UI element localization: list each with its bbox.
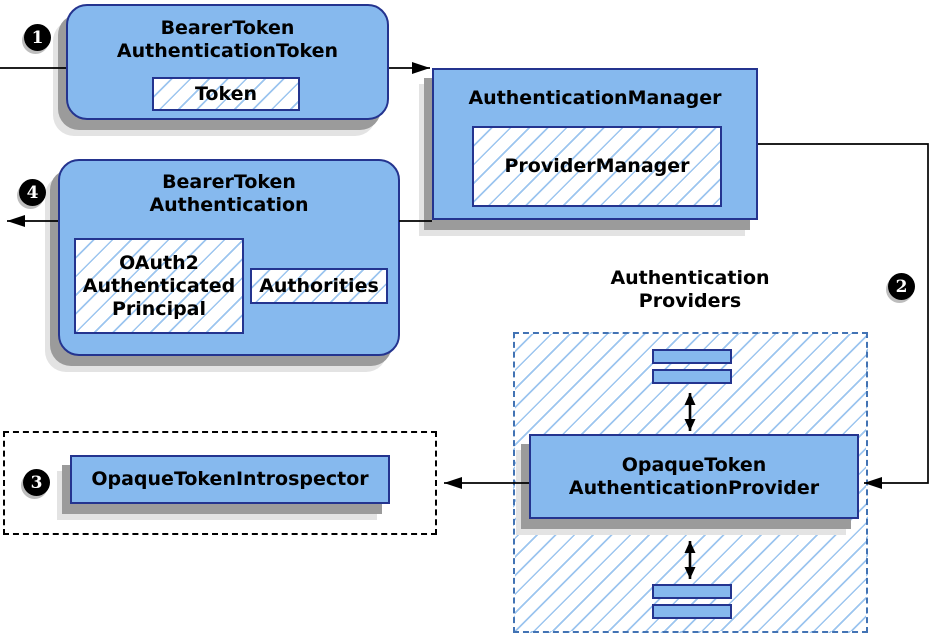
node-title-line: BearerToken [162, 171, 296, 193]
heading-line: Providers [638, 290, 742, 312]
node-title-line: AuthenticationManager [468, 87, 722, 109]
authorities-chip: Authorities [250, 268, 388, 304]
oauth2-principal-chip: OAuth2 Authenticated Principal [74, 238, 244, 334]
node-opaque-token-authentication-provider: OpaqueToken AuthenticationProvider [529, 434, 859, 519]
step-2-badge: 2 [888, 273, 915, 300]
node-title-line: BearerToken [160, 17, 295, 39]
heading-line: Authentication [610, 267, 770, 289]
step-number: 2 [895, 276, 908, 297]
token-chip: Token [152, 77, 300, 111]
node-bearer-token-authentication: BearerToken Authentication OAuth2 Authen… [58, 159, 400, 356]
step-number: 1 [31, 27, 44, 48]
node-opaque-token-introspector: OpaqueTokenIntrospector [70, 455, 390, 504]
node-title-line: OpaqueToken [621, 453, 767, 476]
provider-slot-bar [652, 584, 732, 599]
step-1-badge: 1 [24, 24, 51, 51]
node-title-line: AuthenticationProvider [568, 476, 820, 499]
provider-manager-chip: ProviderManager [472, 126, 722, 207]
node-bearer-token-authentication-token: BearerToken AuthenticationToken Token [66, 4, 389, 120]
provider-slot-bar [652, 604, 732, 619]
chip-label: Authorities [259, 274, 379, 297]
node-title-line: AuthenticationToken [116, 40, 339, 62]
chip-label-line: Principal [111, 297, 207, 320]
node-title-line: Authentication [149, 194, 309, 216]
provider-slot-bar [652, 349, 732, 364]
step-3-badge: 3 [23, 469, 50, 496]
node-authentication-manager: AuthenticationManager ProviderManager [432, 68, 758, 220]
step-number: 4 [26, 182, 39, 203]
provider-slot-bar [652, 369, 732, 384]
step-4-badge: 4 [19, 179, 46, 206]
node-title-line: OpaqueTokenIntrospector [91, 468, 369, 490]
chip-label: Token [194, 82, 258, 105]
step-number: 3 [30, 472, 43, 493]
authentication-providers-heading: Authentication Providers [560, 267, 820, 313]
chip-label-line: OAuth2 [119, 251, 199, 274]
chip-label-line: Authenticated [82, 274, 236, 297]
chip-label: ProviderManager [504, 155, 690, 177]
